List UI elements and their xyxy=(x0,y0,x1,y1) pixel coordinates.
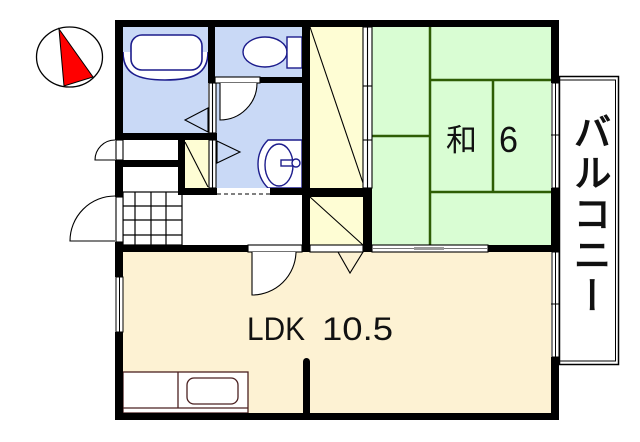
balcony xyxy=(558,75,620,366)
room-fills xyxy=(123,27,551,413)
balcony-label: バルコニー xyxy=(567,112,611,317)
washitsu-label: 和 xyxy=(446,123,477,158)
tatami-mat-lines xyxy=(372,27,551,245)
toilet-door-swing xyxy=(219,82,258,121)
doors xyxy=(69,26,489,296)
toilet-icon xyxy=(242,36,303,69)
entrance-door-swing xyxy=(69,195,116,242)
bathtub-icon xyxy=(122,34,209,81)
ldk-label: LDK xyxy=(247,311,305,347)
washroom-threshold xyxy=(217,188,270,195)
ldk-threshold xyxy=(247,244,303,253)
windows xyxy=(115,82,560,358)
closet-threshold xyxy=(309,244,364,253)
bath-door-arrow xyxy=(183,107,209,133)
cabinet-door-leaf xyxy=(115,139,124,161)
washroom-door-arrow xyxy=(216,140,242,164)
kitchen-sink-icon xyxy=(122,371,249,414)
walls xyxy=(115,20,559,420)
washbasin-icon xyxy=(257,139,303,189)
toilet-threshold xyxy=(214,76,261,84)
entrance-door-leaf xyxy=(115,196,124,243)
ldk-door-swing xyxy=(251,251,297,296)
genkan-tile-icon xyxy=(122,191,183,246)
cabinet-door-swing xyxy=(94,139,116,161)
north-arrow-compass-icon xyxy=(35,26,104,88)
closet-markers xyxy=(184,26,364,246)
closet-door-arrow xyxy=(337,251,364,275)
washitsu-size: 6 xyxy=(499,119,518,160)
ldk-size: 10.5 xyxy=(322,311,393,347)
